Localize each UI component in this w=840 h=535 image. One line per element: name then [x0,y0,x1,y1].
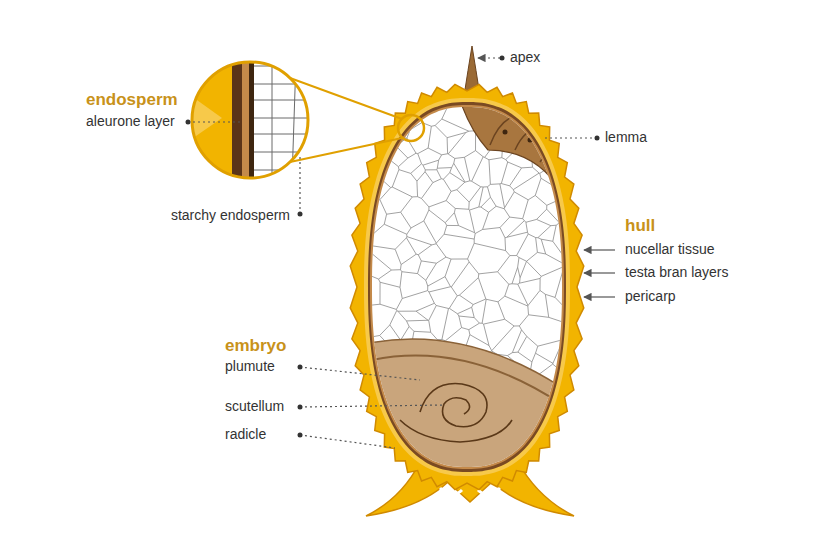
leader-line [300,367,420,380]
part-label: pericarp [625,289,676,304]
zoom-cells [254,60,320,180]
lemma-dot [503,130,508,135]
scutellum-line [372,356,570,410]
leader-line [299,156,300,214]
part-label: starchy endosperm [171,208,290,223]
section-heading: hull [625,217,655,236]
lemma-dot [528,138,533,143]
section-heading: endosperm [86,91,178,110]
lemma-shape [460,100,566,200]
part-label: nucellar tissue [625,242,715,257]
part-label: apex [510,50,540,65]
section-heading: embryo [225,337,286,356]
zoom-circle [192,62,308,178]
part-label: scutellum [225,399,284,414]
hull-base-detail [440,488,500,495]
leader-dot [595,136,600,141]
leader-arrow [584,272,615,273]
zoom-pericarp [232,60,242,180]
lemma-dot [546,156,551,161]
zoom-testa [242,60,249,180]
leader-line [300,435,395,448]
embryo-body [360,339,580,480]
hull-outline [350,84,584,489]
leader-line [478,57,500,58]
lemma-ribs [490,114,560,162]
leader-arrow [584,249,615,250]
leader-arrow [584,296,615,297]
leader-dot [298,212,303,217]
leader-dot [298,365,303,370]
part-label: aleurone layer [86,114,175,129]
part-label: plumute [225,359,275,374]
zoom-source-circle [398,115,424,141]
part-label: testa bran layers [625,265,729,280]
leader-line [300,405,445,407]
embryo-swirl [400,384,512,442]
part-label: lemma [605,130,647,145]
leader-dot [186,120,191,125]
leader-dot [298,433,303,438]
zoom-aleurone [249,60,254,180]
leader-line [188,121,240,122]
zoom-connector [290,138,402,162]
leader-dot [500,56,505,61]
leader-dot [298,405,303,410]
part-label: radicle [225,427,266,442]
leader-line [542,137,597,138]
